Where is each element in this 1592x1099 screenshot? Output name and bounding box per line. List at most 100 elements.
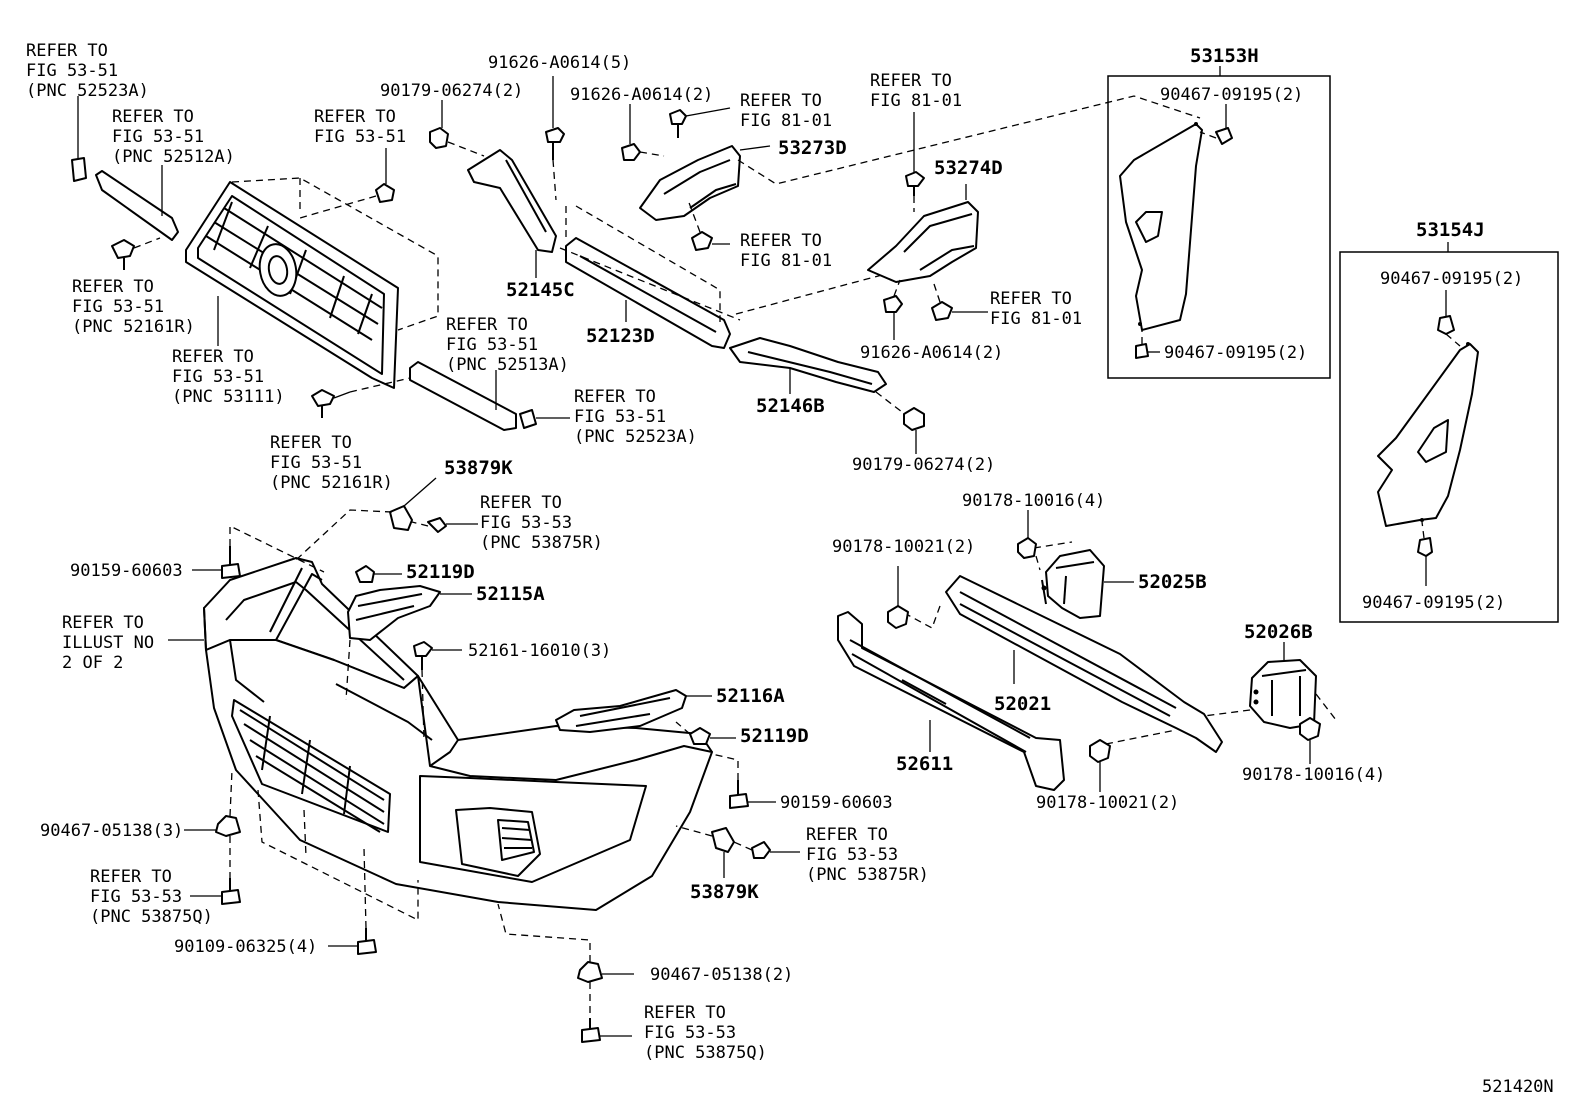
- clip-52523a-b-drawing: [519, 409, 570, 429]
- ref-53111-line3: (PNC 53111): [172, 387, 285, 407]
- bracket-52025b-drawing: [1033, 541, 1134, 619]
- label-90467-05138-2: 90467-05138(2): [650, 965, 793, 985]
- label-90159-b: 90159-60603: [780, 793, 893, 813]
- label-52119d-a: 52119D: [406, 561, 475, 583]
- ref-fig8101-a-line1: REFER TO: [740, 91, 822, 111]
- clip-fig8101-d-drawing: [931, 283, 988, 321]
- bolt-90159-a-drawing: [192, 524, 325, 579]
- label-53879k-a: 53879K: [444, 457, 513, 479]
- ref-52512a-line1: REFER TO: [112, 107, 194, 127]
- bolt-91626-5-drawing: [545, 76, 565, 201]
- label-90178-16-b: 90178-10016(4): [1242, 765, 1385, 785]
- label-90159-a: 90159-60603: [70, 561, 183, 581]
- ref-53875q-b-line2: FIG 53-53: [644, 1023, 736, 1043]
- box-53154j: [1339, 242, 1559, 623]
- ref-fig8101-d-line2: FIG 81-01: [990, 309, 1082, 329]
- label-52123d: 52123D: [586, 325, 655, 347]
- ref-52523a-line1: REFER TO: [26, 41, 108, 61]
- label-90467-05138-3: 90467-05138(3): [40, 821, 183, 841]
- label-90178-21-a: 90178-10021(2): [832, 537, 975, 557]
- label-53153h: 53153H: [1190, 45, 1259, 67]
- ref-53875q-a-line2: FIG 53-53: [90, 887, 182, 907]
- ref-52161r-b-line3: (PNC 52161R): [270, 473, 393, 493]
- label-52146b: 52146B: [756, 395, 825, 417]
- bolt-91626-2b-drawing: [883, 279, 903, 340]
- ref-52513a-line3: (PNC 52513A): [446, 355, 569, 375]
- label-90178-21-b: 90178-10021(2): [1036, 793, 1179, 813]
- ref-fig5351-line1: REFER TO: [314, 107, 396, 127]
- ref-52161r-b-line1: REFER TO: [270, 433, 352, 453]
- ref-illust-line3: 2 OF 2: [62, 653, 123, 673]
- nut-90178-10016-b-drawing: [1299, 717, 1321, 764]
- extension-53274d-drawing: [867, 184, 979, 283]
- label-52026b: 52026B: [1244, 621, 1313, 643]
- ref-52512a-line3: (PNC 52512A): [112, 147, 235, 167]
- label-53273d: 53273D: [778, 137, 847, 159]
- label-52145c: 52145C: [506, 279, 575, 301]
- radiator-grille-drawing: [185, 177, 439, 389]
- box-53153h: [1107, 66, 1331, 379]
- bracket-52145c-drawing: [467, 149, 557, 278]
- ref-52161r-a-line3: (PNC 52161R): [72, 317, 195, 337]
- label-90179-bot: 90179-06274(2): [852, 455, 995, 475]
- nut-90179-top-drawing: [429, 100, 485, 157]
- label-52025b: 52025B: [1138, 571, 1207, 593]
- ref-52161r-b-line2: FIG 53-51: [270, 453, 362, 473]
- ref-52523a-b-line2: FIG 53-51: [574, 407, 666, 427]
- nut-90178-10021-b-drawing: [1089, 729, 1177, 792]
- bolt-52161-drawing: [413, 641, 462, 741]
- clip-53879k-a-drawing: [295, 477, 478, 561]
- bolt-53875q-a-drawing: [190, 878, 241, 905]
- absorber-52611-drawing: [837, 611, 1065, 791]
- grille-molding-lower-drawing: [409, 361, 517, 431]
- bolt-90109-drawing: [257, 789, 419, 955]
- label-90178-16-a: 90178-10016(4): [962, 491, 1105, 511]
- ref-illust-line1: REFER TO: [62, 613, 144, 633]
- label-90179-top: 90179-06274(2): [380, 81, 523, 101]
- bumper-cover-drawing: [168, 557, 713, 911]
- label-91626-2b: 91626-A0614(2): [860, 343, 1003, 363]
- label-52116a: 52116A: [716, 685, 785, 707]
- ref-53875r-b-line2: FIG 53-53: [806, 845, 898, 865]
- ref-fig8101-c-line2: FIG 81-01: [870, 91, 962, 111]
- ref-52523a-line2: FIG 53-51: [26, 61, 118, 81]
- label-53274d: 53274D: [934, 157, 1003, 179]
- label-53879k-b: 53879K: [690, 881, 759, 903]
- bolt-53875q-b-drawing: [581, 1018, 632, 1043]
- label-90467-a: 90467-09195(2): [1160, 85, 1303, 105]
- bracket-52026b-drawing: [1203, 642, 1337, 729]
- extension-53273d-drawing: [639, 95, 1201, 221]
- label-52119d-b: 52119D: [740, 725, 809, 747]
- reinforcement-52123d-drawing: [559, 205, 741, 349]
- clip-52119d-b-drawing: [675, 721, 736, 745]
- clip-52161r-b-drawing: [311, 377, 411, 418]
- label-91626-2a: 91626-A0614(2): [570, 85, 713, 105]
- grille-molding-upper-drawing: [95, 165, 179, 241]
- ref-illust-line2: ILLUST NO: [62, 633, 154, 653]
- ref-53875q-b-line3: (PNC 53875Q): [644, 1043, 767, 1063]
- ref-52513a-line2: FIG 53-51: [446, 335, 538, 355]
- ref-52161r-a-line1: REFER TO: [72, 277, 154, 297]
- ref-53875r-a-line3: (PNC 53875R): [480, 533, 603, 553]
- ref-52523a-line3: (PNC 52523A): [26, 81, 149, 101]
- bolt-90159-b-drawing: [711, 753, 776, 809]
- clip-fig8101-b-drawing: [687, 199, 730, 251]
- ref-52512a-line2: FIG 53-51: [112, 127, 204, 147]
- clip-90467-05138-2-drawing: [497, 903, 634, 1018]
- label-52161: 52161-16010(3): [468, 641, 611, 661]
- ref-53875r-a-line1: REFER TO: [480, 493, 562, 513]
- ref-53875r-b-line1: REFER TO: [806, 825, 888, 845]
- ref-52513a-line1: REFER TO: [446, 315, 528, 335]
- clip-52161r-drawing: [111, 237, 161, 270]
- clip-90467-05138-3-drawing: [184, 769, 241, 880]
- ref-52523a-b-line3: (PNC 52523A): [574, 427, 697, 447]
- ref-fig8101-c-line1: REFER TO: [870, 71, 952, 91]
- ref-53111-line1: REFER TO: [172, 347, 254, 367]
- label-52021: 52021: [994, 693, 1051, 715]
- label-52115a: 52115A: [476, 583, 545, 605]
- label-90467-d: 90467-09195(2): [1362, 593, 1505, 613]
- bolt-fig8101-c-drawing: [905, 112, 925, 212]
- clip-53879k-b-drawing: [675, 825, 800, 878]
- ref-52161r-a-line2: FIG 53-51: [72, 297, 164, 317]
